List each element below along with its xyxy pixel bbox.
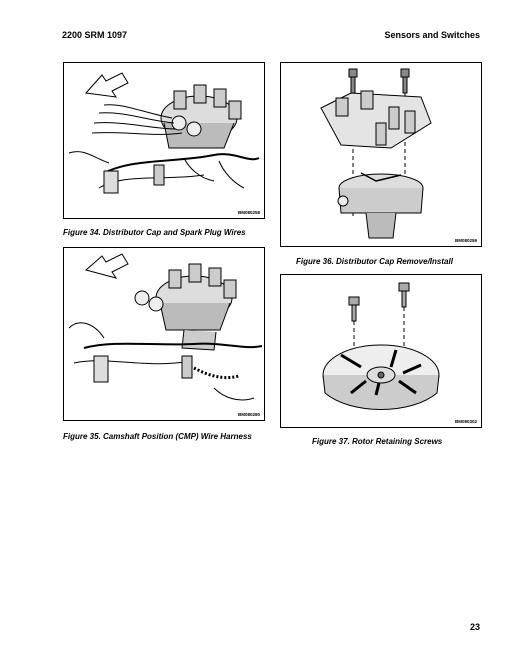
distributor-cap-wires-illustration bbox=[68, 72, 260, 194]
distributor-cap-remove-illustration bbox=[320, 68, 432, 239]
page-number: 23 bbox=[469, 622, 480, 632]
figure-34-distributor-cap-wires: BM080258 bbox=[63, 62, 265, 219]
cmp-wire-harness-illustration bbox=[68, 253, 263, 401]
figure-37-caption: Figure 37. Rotor Retaining Screws bbox=[312, 437, 443, 446]
figure-code: BM080259 bbox=[454, 238, 477, 243]
figure-code: BM080258 bbox=[237, 210, 260, 215]
figure-34-caption: Figure 34. Distributor Cap and Spark Plu… bbox=[63, 228, 246, 237]
figure-36-caption: Figure 36. Distributor Cap Remove/Instal… bbox=[296, 257, 453, 266]
figure-35-cmp-wire-harness: BM080280 bbox=[63, 247, 265, 421]
header-doc-id: 2200 SRM 1097 bbox=[62, 30, 128, 40]
header-section-title: Sensors and Switches bbox=[384, 30, 480, 40]
figure-36-distributor-cap-remove: BM080259 bbox=[280, 62, 482, 247]
figure-code: BM080280 bbox=[237, 412, 260, 417]
figure-code: BM080302 bbox=[454, 419, 477, 424]
figure-37-rotor-retaining-screws: BM080302 bbox=[280, 274, 482, 428]
figure-35-caption: Figure 35. Camshaft Position (CMP) Wire … bbox=[63, 432, 252, 441]
rotor-retaining-screws-illustration bbox=[322, 282, 440, 410]
